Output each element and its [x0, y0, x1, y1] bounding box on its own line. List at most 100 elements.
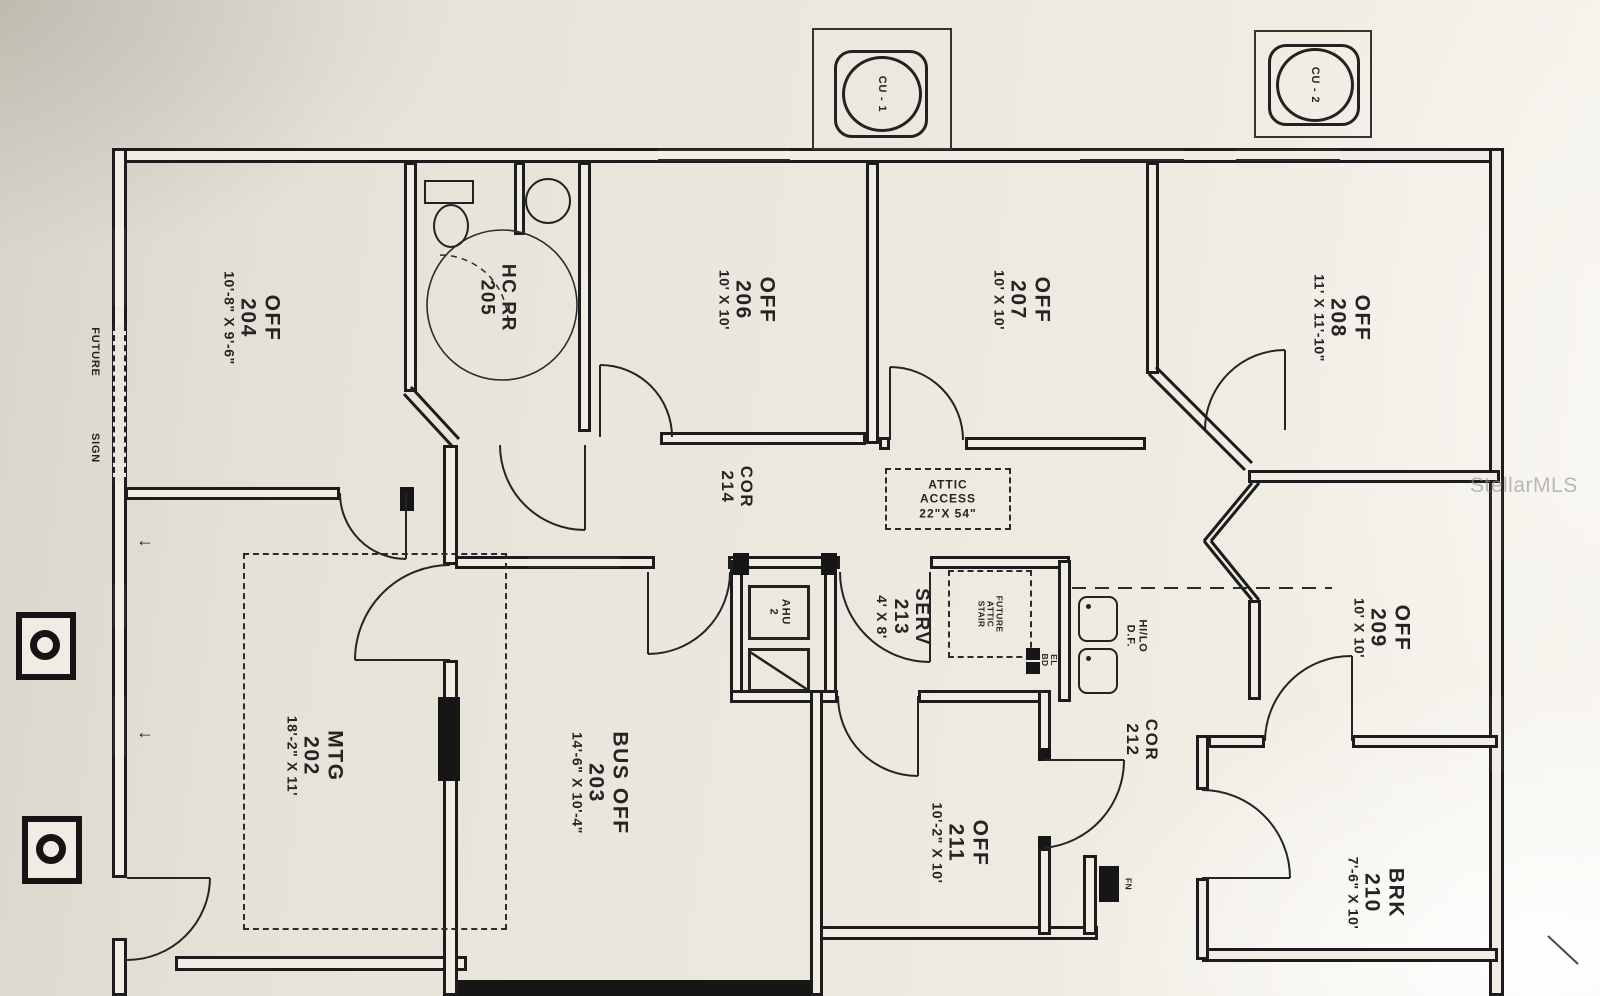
room-label-off-211: OFF 211 10'-2" X 10'	[929, 802, 991, 883]
room-dims: 10'-8" X 9'-6"	[221, 271, 238, 365]
window	[1490, 697, 1503, 772]
df-line: D.F.	[1124, 624, 1136, 648]
wall	[1196, 878, 1209, 960]
wall	[930, 556, 1070, 569]
page-corner-mark	[1547, 935, 1579, 965]
window	[658, 149, 790, 161]
future-sign-wall	[113, 325, 126, 483]
toilet-bowl	[433, 204, 469, 248]
room-number: 210	[1360, 873, 1384, 913]
wall-arrow-icon: ←	[136, 530, 154, 550]
el-line: EL	[1048, 654, 1059, 666]
el-line: BD	[1040, 653, 1050, 667]
door-jamb	[400, 487, 414, 511]
cu1-label: CU - 1	[876, 76, 888, 113]
room-label-serv-213: SERV 213 4' X 8'	[874, 588, 933, 646]
room-label-bus-off-203: BUS OFF 203 14'-6" X 10'-4"	[569, 731, 632, 835]
wall	[1196, 735, 1209, 790]
wall	[824, 560, 837, 700]
future-partition-box	[243, 553, 507, 930]
ahu-name: AHU	[779, 598, 792, 626]
toilet-tank	[424, 180, 474, 204]
wall	[443, 445, 458, 565]
room-label-off-209: OFF 209 10' X 10'	[1351, 597, 1413, 659]
future-attic-stair-label: FUTURE ATTIC STAIR	[976, 596, 1005, 633]
fn-text: FN	[1123, 877, 1134, 891]
room-name: OFF	[1030, 276, 1054, 324]
window	[113, 697, 126, 757]
room-name: OFF	[1350, 294, 1374, 342]
fan-symbol	[1099, 866, 1119, 902]
room-number: 209	[1366, 608, 1390, 648]
window	[1490, 480, 1503, 560]
room-number: 203	[584, 763, 608, 803]
wall	[730, 560, 743, 700]
door-jamb	[1038, 836, 1051, 849]
window	[528, 557, 620, 568]
room-name: OFF	[755, 276, 779, 324]
future-sign-label-1: FUTURE	[89, 327, 101, 376]
attic-access-box	[885, 468, 1011, 530]
door-jamb	[1038, 748, 1051, 761]
ahu-label: AHU 2	[767, 598, 792, 626]
cu2-fan	[1276, 48, 1354, 122]
wall	[125, 487, 340, 500]
fan-label: FN	[1123, 877, 1134, 891]
electrical-board-label: EL BD	[1040, 653, 1059, 667]
drinking-fountain	[1078, 596, 1118, 642]
cu1-fan	[842, 56, 922, 132]
room-number: 207	[1006, 280, 1030, 320]
wall	[728, 556, 840, 569]
cu2-pad	[1254, 30, 1372, 138]
door-jamb	[821, 553, 837, 575]
wall	[866, 162, 879, 444]
room-name: SERV	[911, 588, 933, 646]
room-number: 208	[1326, 298, 1350, 338]
wall	[810, 690, 823, 996]
wall	[1058, 560, 1071, 702]
room-dims: 7'-6" X 10'	[1345, 856, 1362, 930]
wall	[1038, 848, 1051, 935]
room-number: 213	[889, 598, 911, 636]
watermark: StellarMLS	[1470, 474, 1578, 497]
room-number: 212	[1123, 723, 1142, 757]
room-number: 205	[476, 279, 497, 317]
room-name: BUS OFF	[608, 731, 632, 835]
room-dims: 10' X 10'	[1351, 597, 1368, 659]
cu1-pad	[812, 28, 952, 150]
fas-line: STAIR	[976, 600, 987, 628]
attic-line: ACCESS	[919, 491, 977, 506]
door-jamb	[438, 697, 460, 781]
door-jamb	[733, 553, 749, 575]
electrical-board	[1026, 648, 1040, 660]
window	[1236, 149, 1340, 161]
cu1-text: CU - 1	[876, 75, 889, 113]
window	[113, 228, 126, 306]
room-label-cor-214: COR 214	[718, 466, 756, 509]
attic-line: ATTIC	[928, 477, 968, 492]
attic-access-label: ATTIC ACCESS 22"X 54"	[919, 477, 976, 520]
wall	[1248, 470, 1500, 483]
room-label-off-204: OFF 204 10'-8" X 9'-6"	[221, 271, 283, 365]
wall	[820, 926, 1098, 940]
cu2-text: CU - 2	[1309, 66, 1322, 104]
electrical-board	[1026, 662, 1040, 674]
wall	[1208, 735, 1265, 748]
room-dims: 10' X 10'	[991, 269, 1008, 331]
room-label-mtg-202: MTG 202 18'-2" X 11'	[284, 716, 346, 796]
equipment-box	[748, 648, 810, 692]
room-dims: 10' X 10'	[716, 269, 733, 331]
wall	[455, 980, 823, 996]
wall	[1352, 735, 1498, 748]
wall	[965, 437, 1146, 450]
room-dims: 14'-6" X 10'-4"	[569, 731, 586, 835]
wall	[1248, 600, 1261, 700]
room-number: 211	[944, 823, 968, 863]
wall	[175, 956, 467, 971]
room-number: 206	[731, 280, 755, 320]
sign-text: SIGN	[89, 432, 102, 464]
wall	[1489, 148, 1504, 996]
wall	[578, 162, 591, 432]
cu2-label: CU - 2	[1309, 67, 1321, 104]
